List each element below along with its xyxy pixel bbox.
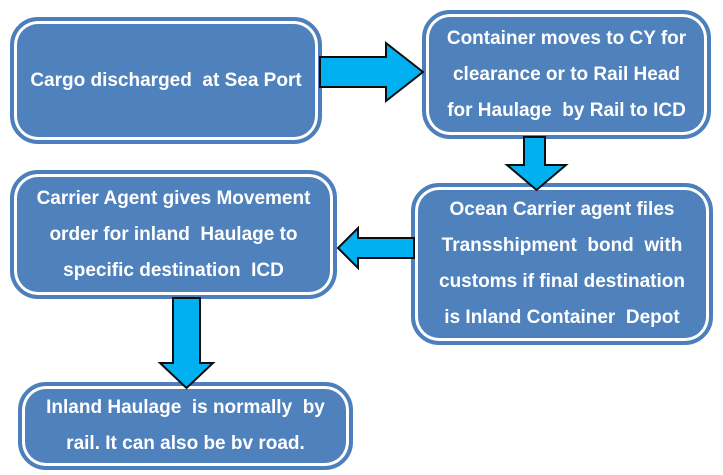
node-text-line: specific destination ICD — [63, 259, 284, 281]
connector-arrow-down-icon — [504, 136, 569, 192]
node-text-line: customs if final destination — [439, 271, 685, 292]
connector-arrow-right-icon — [319, 40, 425, 104]
node-text-line: Container moves to CY for — [446, 27, 687, 49]
node-text-line: Ocean Carrier agent files — [449, 199, 675, 220]
connector-arrow-left-icon — [336, 225, 415, 271]
node-text-line: is Inland Container Depot — [444, 307, 680, 328]
flow-node-carrier-agent-movement-order: Carrier Agent gives Movement order for i… — [10, 170, 337, 299]
flow-node-cargo-discharged-at-sea-port: Cargo discharged at Sea Port — [10, 17, 322, 144]
node-text-line: clearance or to Rail Head — [452, 63, 681, 85]
node-text-line: Carrier Agent gives Movement — [36, 187, 311, 209]
connector-arrow-down-long-icon — [157, 297, 216, 390]
node-text-line: Cargo discharged at Sea Port — [30, 69, 302, 91]
node-text-line: Inland Haulage is normally by — [46, 397, 325, 418]
node-text-line: rail. It can also be bv road. — [66, 433, 305, 454]
node-text-line: for Haulage by Rail to ICD — [447, 99, 686, 121]
flow-node-container-moves-to-cy: Container moves to CY for clearance or t… — [422, 10, 711, 139]
flow-node-inland-haulage-by-rail: Inland Haulage is normally by rail. It c… — [18, 382, 353, 470]
node-text-line: Transshipment bond with — [441, 235, 683, 256]
node-text-line: order for inland Haulage to — [49, 223, 298, 245]
flow-node-ocean-carrier-agent-files-bond: Ocean Carrier agent files Transshipment … — [411, 183, 713, 345]
